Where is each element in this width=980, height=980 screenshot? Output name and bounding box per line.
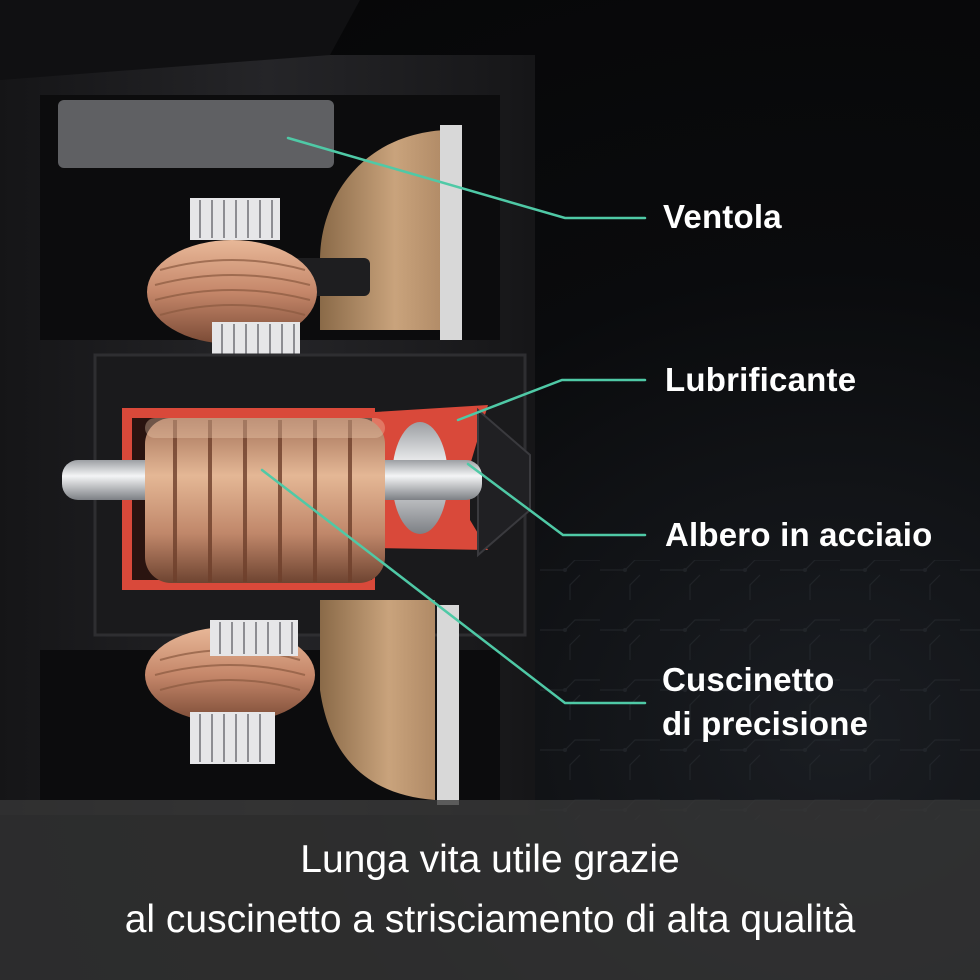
leader-line-fan [286, 136, 647, 220]
caption-line-1: Lunga vita utile grazie [300, 838, 680, 881]
fan-magnet [58, 100, 334, 168]
coil-top [147, 240, 317, 344]
stator-lamination-bottom-2 [190, 712, 275, 764]
fan-hub-bottom [320, 600, 435, 800]
callout-precision-bearing: Cuscinetto di precisione [662, 658, 868, 746]
callout-bearing-line1: Cuscinetto [662, 661, 835, 698]
rotor-core [145, 418, 385, 583]
white-plate-bottom [437, 605, 459, 805]
callout-lubricant: Lubrificante [665, 361, 857, 398]
caption-line-2: al cuscinetto a strisciamento di alta qu… [124, 898, 856, 941]
callout-fan: Ventola [663, 198, 782, 235]
white-plate-top [440, 125, 462, 340]
callout-bearing-line2: di precisione [662, 705, 869, 742]
stator-lamination-bottom-1 [210, 620, 298, 656]
leader-line-bearing [260, 468, 647, 705]
circuit-texture [540, 560, 980, 820]
callout-steel-shaft: Albero in acciaio [665, 516, 933, 553]
housing-top-shadow [0, 0, 360, 80]
caption-banner: Lunga vita utile grazie al cuscinetto a … [0, 800, 980, 980]
leader-line-shaft [466, 462, 647, 537]
leader-line-lubricant [456, 378, 647, 422]
